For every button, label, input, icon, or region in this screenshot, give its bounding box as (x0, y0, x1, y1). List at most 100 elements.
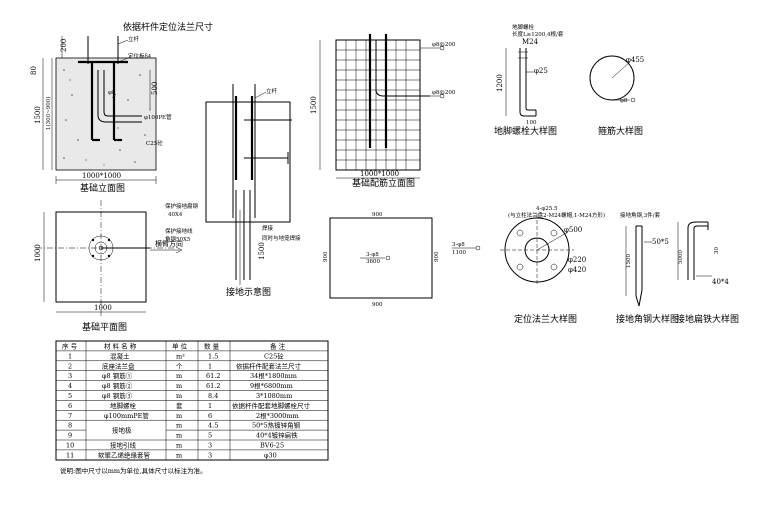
table-row: 8.4 (208, 392, 218, 400)
table-row: 5 (68, 392, 72, 400)
table-row: 个 (176, 362, 183, 370)
table-row: 8 (68, 422, 72, 430)
table-row: 4 (68, 382, 72, 390)
rp-center-note-1: 3-φ8 (366, 252, 379, 258)
hoop-bar: φ8 (620, 98, 628, 104)
table-row: 1 (208, 362, 212, 370)
th-no: 序 号 (62, 342, 78, 351)
table-row: 1 (68, 352, 72, 360)
rp-dim-left: 900 (323, 251, 329, 262)
th-qty: 数 量 (204, 342, 220, 351)
table-row: m (176, 432, 182, 440)
table-row: 软聚乙烯绝缘套管 (98, 450, 151, 459)
flat-steel-spec: 40X4 (168, 212, 183, 218)
bolt-dim-bottom: 100 (526, 120, 537, 126)
table-row: 底座法兰盘 (102, 361, 135, 370)
plate-label: 定位板δ4 (128, 52, 152, 60)
bolt-dia: φ25 (534, 67, 548, 75)
table-row: 34根*1800mm (250, 371, 297, 380)
rp-side-note-2: 1100 (452, 250, 466, 256)
footnote: 说明:图中尺寸以mm为单位,具体尺寸以标注为准。 (60, 466, 207, 475)
table-row: 4.5 (208, 422, 218, 430)
top-title: 依据杆件定位法兰尺寸 (123, 21, 213, 33)
concrete-label: C25砼 (146, 139, 163, 147)
foundation-plan: 横臂方向 1000 1000 基础平面图 (34, 200, 183, 333)
table-row: 61.2 (206, 382, 220, 390)
rebar-label: φ8 (108, 90, 116, 96)
table-row: 3 (208, 451, 212, 459)
concrete-block (55, 57, 157, 171)
table-row: 接地极 (112, 426, 132, 435)
table-row: BV6-25 (260, 442, 284, 450)
flat-spec: 40*4 (712, 278, 729, 286)
rp-dim-bottom: 900 (372, 302, 383, 308)
table-row: C25砼 (264, 351, 284, 360)
table-row: 11 (66, 451, 74, 459)
rebar-elevation: φ8@200 φ8@200 1500 1000*1000 基础配筋立面图 (310, 34, 456, 189)
dim-width: 1000*1000 (82, 172, 121, 180)
table-row: 50*5热镀锌角钢 (252, 421, 301, 430)
th-note: 备 注 (270, 342, 286, 351)
rp-dim-right: 900 (434, 251, 440, 262)
grounding-title: 接地示意图 (226, 286, 271, 298)
bolt-title: 地脚螺栓大样图 (494, 125, 557, 137)
table-row: m (176, 412, 182, 420)
table-row: m (176, 451, 182, 459)
rebar-dim-bottom: 1000*1000 (360, 170, 399, 178)
table-row: m (176, 382, 182, 390)
pole-label: 立杆 (128, 35, 140, 43)
hoop-title: 箍筋大样图 (598, 125, 643, 137)
flange-note-sub: (与立柱法兰盘2-M24螺帽,1-M24方形) (508, 211, 605, 219)
table-row: 依据杆件配套法兰尺寸 (236, 361, 302, 370)
table-row: 3 (68, 372, 72, 380)
angle-dim: 1500 (626, 254, 632, 268)
table-row: 10 (66, 442, 74, 450)
angle-note: 接地角钢,3件/套 (620, 211, 661, 219)
angle-title: 接地角钢大样图 (616, 313, 679, 325)
table-row: φ8 钢筋② (102, 381, 133, 390)
table-row: m (176, 392, 182, 400)
bolt-dim-1200: 1200 (496, 74, 504, 92)
grounding-pole-label: 立杆 (266, 87, 278, 95)
grounding-dim: 1500 (258, 242, 266, 260)
flange-d220: φ220 (568, 256, 586, 264)
table-row: m (176, 372, 182, 380)
flat-steel-label: 保护接地扁钢 (165, 202, 199, 210)
anchor-bolt-detail: 地脚螺栓 长度L≥1200,4根/套 M24 φ25 1200 100 地脚螺栓… (494, 23, 564, 137)
elevation-title: 基础立面图 (80, 182, 125, 194)
angle-steel-detail: 接地角钢,3件/套 50*5 1500 接地角钢大样图 (616, 211, 679, 325)
foundation-elevation: 立杆 定位板δ4 φ8 φ100PE管 C25砼 1500 1(300~900)… (30, 35, 172, 194)
plan-dim-bottom: 1000 (94, 304, 112, 312)
th-unit: 单 位 (172, 342, 188, 351)
pipe-label: φ100PE管 (144, 113, 172, 121)
table-row: m (176, 422, 182, 430)
table-row: 9 (68, 432, 72, 440)
flat-steel-detail: 30 5000 40*4 接地扁铁大样图 (676, 221, 739, 325)
dim-1500: 1500 (34, 106, 42, 124)
bolt-thread: M24 (522, 38, 539, 46)
hoop-detail: φ455 φ8 箍筋大样图 (589, 55, 644, 137)
flange-detail: 4-φ25.5 (与立柱法兰盘2-M24螺帽,1-M24方形) φ500 φ22… (500, 206, 605, 325)
table-row: m (176, 442, 182, 450)
arm-direction: 横臂方向 (155, 239, 183, 248)
table-row: 2 (68, 362, 72, 370)
grounding-outline (205, 101, 291, 223)
weld-label: 同时与地笼焊接 (262, 234, 301, 242)
flat-side: 30 (714, 247, 720, 254)
table-row: 3*1080mm (256, 392, 292, 400)
angle-steel-label: 保护接地线 (165, 227, 193, 235)
dim-500: 500 (151, 82, 159, 95)
table-row: 3 (208, 442, 212, 450)
th-name: 材 料 名 称 (104, 342, 137, 351)
table-row: m³ (176, 352, 185, 360)
table-row: φ8 钢筋③ (102, 391, 133, 400)
material-table: 序 号 材 料 名 称 单 位 数 量 备 注 1 混凝土 m³ 1.5 C25… (55, 340, 329, 461)
table-row: 混凝土 (110, 351, 130, 360)
flange-title: 定位法兰大样图 (514, 313, 577, 325)
plan-title: 基础平面图 (82, 321, 127, 333)
dim-200: 200 (60, 39, 68, 52)
flange-d500: φ500 (564, 226, 582, 234)
rebar-plan: 900 900 900 900 3-φ8 3600 3-φ8 1100 (323, 212, 481, 308)
table-row: φ8 钢筋① (102, 371, 133, 380)
